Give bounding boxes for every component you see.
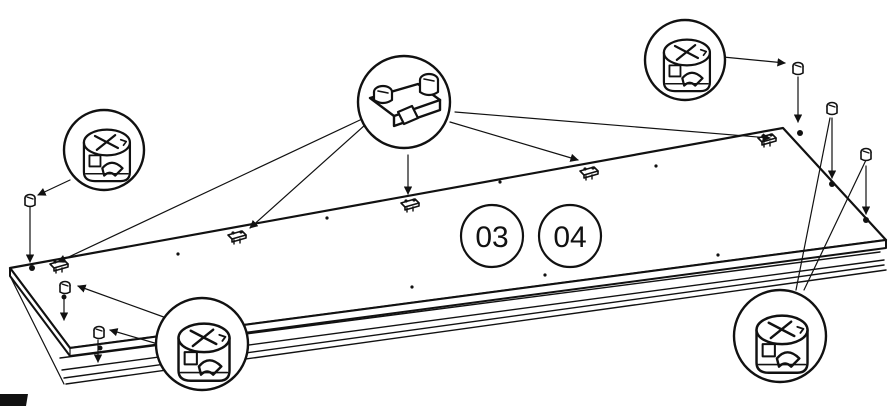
part-label-a: 03 — [459, 203, 525, 269]
callout-cam-lock-bottom-left — [154, 296, 250, 392]
callout-clip — [356, 54, 452, 150]
shelf-support-clip-icon — [368, 72, 442, 128]
part-label-b: 04 — [537, 203, 603, 269]
callout-cam-lock-top-left — [62, 108, 146, 192]
callout-cam-lock-top-right — [643, 18, 727, 102]
part-number-a: 03 — [475, 221, 508, 254]
cam-lock-icon — [82, 128, 132, 183]
corner-marker — [0, 394, 28, 406]
leader-arrows — [25, 56, 871, 363]
cam-lock-icon — [662, 38, 712, 93]
cam-lock-icon — [755, 314, 809, 374]
callout-cam-lock-bottom-right — [732, 288, 828, 384]
cam-lock-icon — [177, 322, 231, 382]
part-number-b: 04 — [553, 221, 586, 254]
